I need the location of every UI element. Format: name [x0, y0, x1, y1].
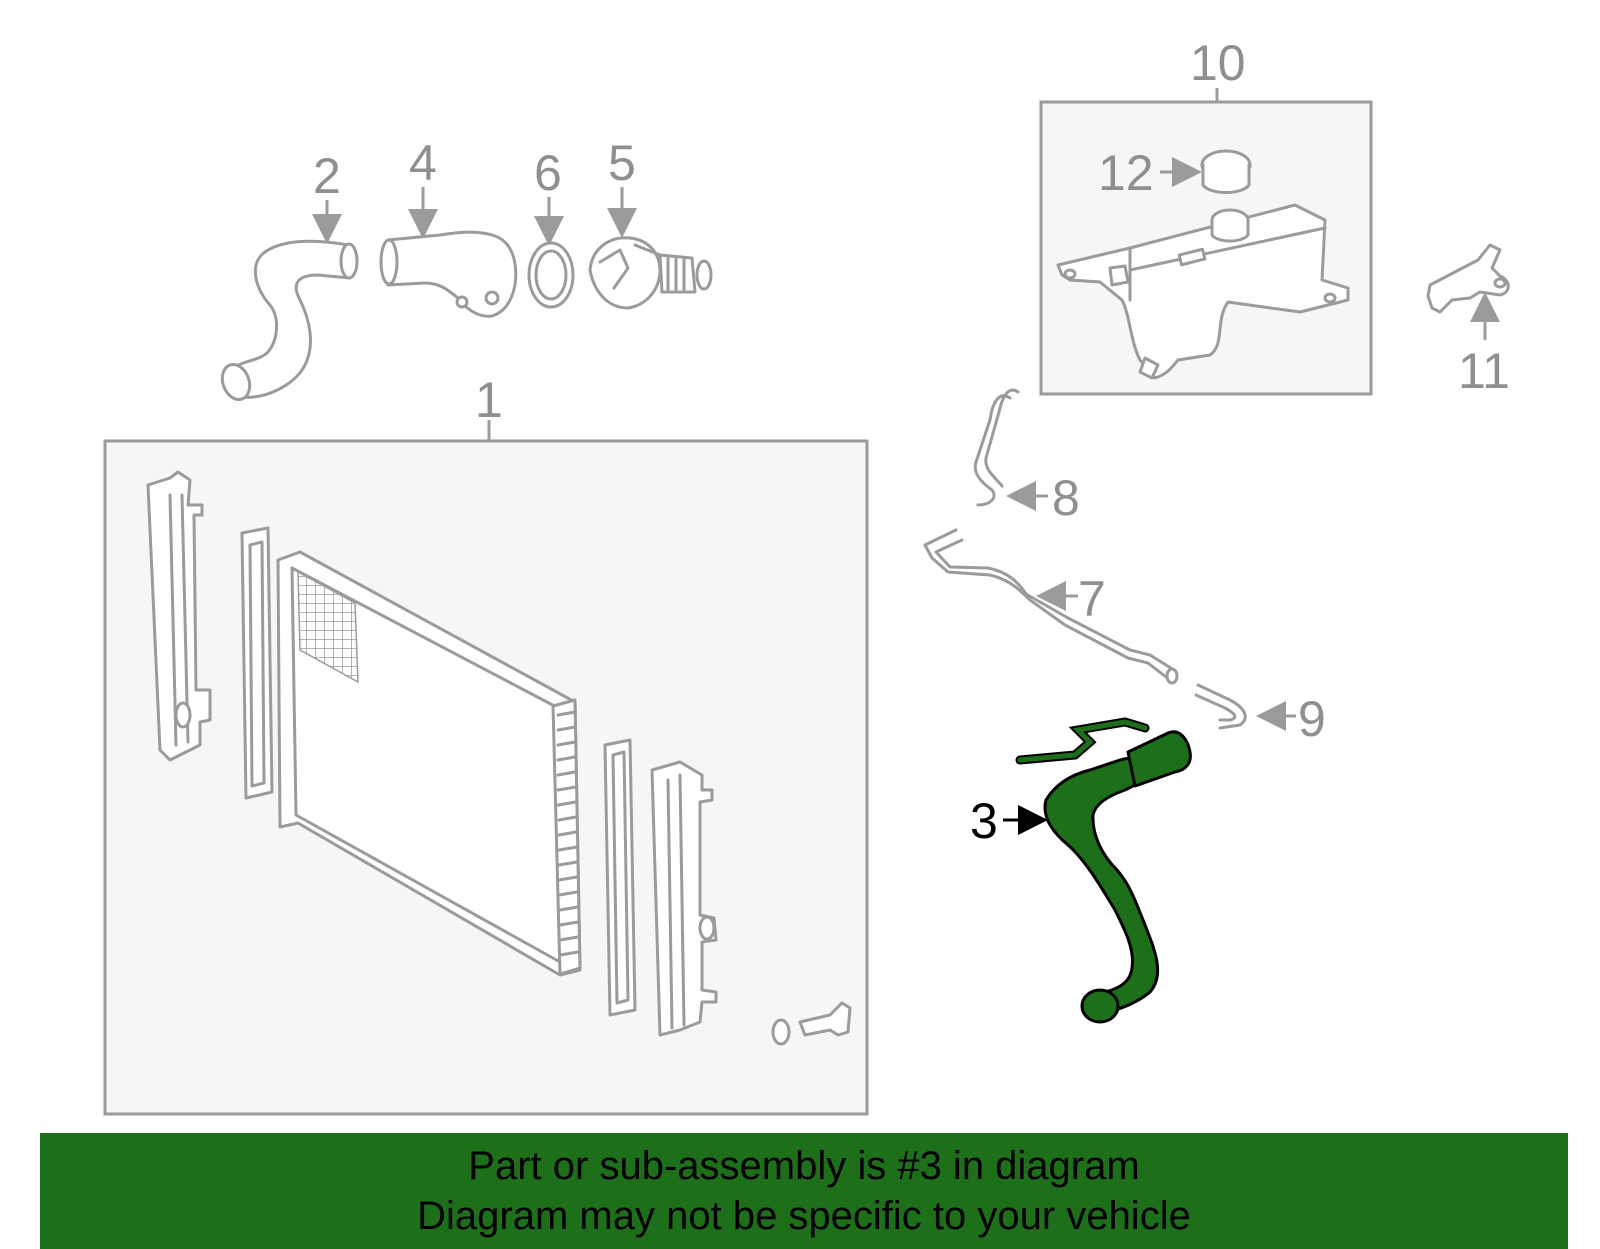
drain-plug [771, 1001, 852, 1046]
reservoir-hose[interactable]: 8 [973, 388, 1080, 526]
water-inlet[interactable]: 4 [379, 135, 518, 318]
reservoir-tank [1056, 203, 1350, 380]
banner-line-1: Part or sub-assembly is #3 in diagram [468, 1144, 1140, 1188]
left-side-tank [146, 470, 212, 762]
callout-9: 9 [1298, 691, 1326, 747]
reservoir-cap: 12 [1098, 145, 1252, 201]
gasket[interactable]: 6 [527, 145, 575, 309]
callout-3: 3 [970, 793, 998, 849]
bracket[interactable]: 11 [1426, 243, 1510, 399]
right-side-tank [650, 760, 718, 1037]
callout-5: 5 [608, 135, 636, 191]
outlet-hose[interactable]: 3 [970, 717, 1192, 1024]
callout-10: 10 [1190, 35, 1246, 91]
callout-4: 4 [409, 135, 437, 191]
radiator-core [276, 550, 582, 977]
callout-7: 7 [1078, 571, 1106, 627]
right-seal-strip [603, 738, 637, 1017]
callout-11: 11 [1458, 343, 1510, 399]
callout-12: 12 [1098, 145, 1154, 201]
inlet-hose[interactable]: 2 [218, 148, 359, 403]
thermostat[interactable]: 5 [588, 135, 713, 310]
callout-8: 8 [1052, 470, 1080, 526]
overflow-pipe[interactable]: 7 [923, 528, 1179, 685]
outlet-hose-end [1080, 988, 1120, 1024]
info-banner: Part or sub-assembly is #3 in diagram Di… [40, 1133, 1568, 1249]
radiator-assembly[interactable]: 1 [103, 372, 869, 1116]
outlet-hose-connector [1126, 730, 1192, 788]
bypass-hose[interactable]: 9 [1194, 683, 1326, 747]
outlet-hose-body [1043, 743, 1187, 1017]
left-seal-strip [240, 526, 274, 800]
reservoir-assembly[interactable]: 10 12 [1039, 35, 1373, 396]
callout-6: 6 [534, 145, 562, 201]
banner-line-2: Diagram may not be specific to your vehi… [417, 1194, 1191, 1238]
callout-2: 2 [313, 148, 341, 204]
callout-1: 1 [475, 372, 503, 428]
